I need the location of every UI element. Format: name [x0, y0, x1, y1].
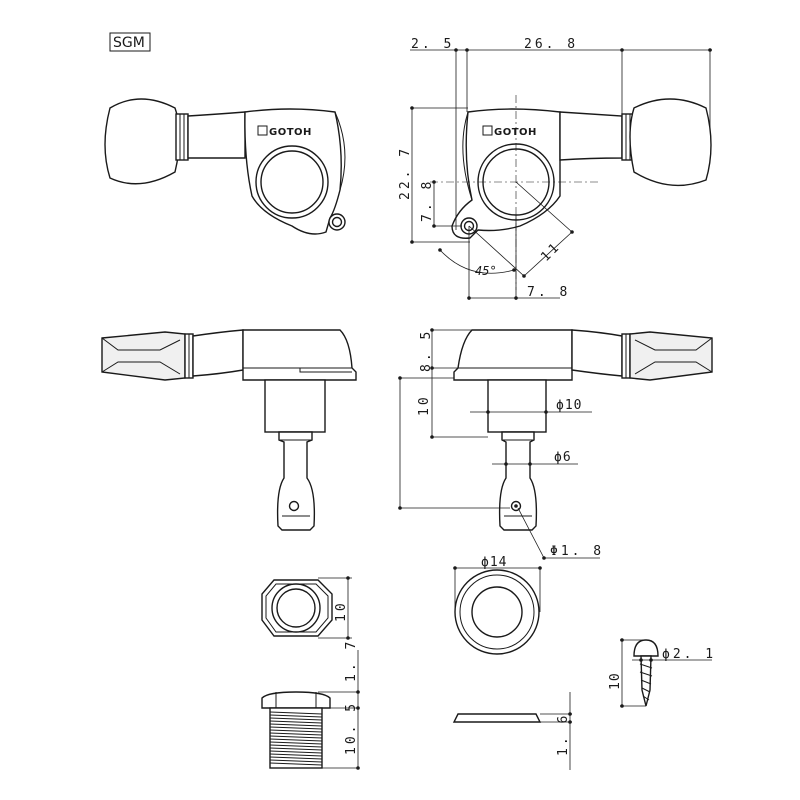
dim-top-width: 26. 8 [524, 37, 578, 52]
post-lower [276, 431, 316, 531]
tuner-button [104, 98, 181, 185]
thread-line [269, 744, 323, 748]
dim-top-offset: 2. 5 [411, 37, 454, 52]
wood-screw: 10 ϕ2. 1 [608, 638, 716, 708]
side-view-left [101, 329, 357, 531]
tuner-shaft [192, 329, 244, 377]
dim-post-diameter-small: ϕ6 [554, 450, 572, 465]
thread-line [269, 741, 323, 745]
post-hole [260, 150, 324, 214]
tuner-shaft [187, 111, 246, 159]
thread-line [269, 717, 323, 721]
dim-screw-offset-v: 7. 8 [420, 179, 435, 222]
thread-line [269, 735, 323, 739]
thread-line [269, 747, 323, 751]
front-view-left: GOTOH [104, 98, 346, 235]
dim-post-diameter-large: ϕ10 [556, 398, 582, 413]
thread-line [269, 726, 323, 730]
tuner-button [629, 331, 713, 381]
dim-angle: 45° [475, 264, 497, 278]
dim-screw-length: 10 [608, 672, 623, 690]
tuner-housing [453, 329, 573, 381]
thread-line [269, 759, 323, 763]
front-view-right: GOTOH 2. 5 26. 8 22. 7 [398, 37, 712, 300]
thread-line [269, 762, 323, 766]
tuner-shaft [559, 111, 623, 161]
hex-nut: 10 [261, 576, 352, 640]
svg-text:SGM: SGM [113, 35, 145, 51]
thread-line [269, 729, 323, 733]
dim-post-length: 10 [417, 394, 432, 416]
dim-bushing-thread: 10. 5 [344, 701, 359, 755]
dim-washer-diameter: ϕ14 [481, 555, 507, 570]
screw-hole [331, 216, 343, 228]
thread-line [269, 720, 323, 724]
tuner-button [101, 331, 186, 381]
tuner-shaft [571, 329, 623, 377]
post-upper [487, 379, 547, 433]
thread-line [269, 714, 323, 718]
thread-line [269, 753, 323, 757]
side-view-right: 8. 5 10 ϕ10 ϕ6 Φ1. 8 [398, 328, 713, 560]
thread-line [269, 723, 323, 727]
dim-height-total: 22. 7 [398, 146, 413, 200]
dim-bushing-flange: 1. 7 [344, 639, 359, 682]
bushing: 1. 7 10. 5 [261, 639, 360, 770]
dim-screw-offset-h: 7. 8 [527, 285, 570, 300]
thread-line [269, 756, 323, 760]
brand-logo: GOTOH [269, 127, 312, 138]
dim-housing-height: 8. 5 [419, 329, 434, 372]
brand-logo: GOTOH [494, 127, 537, 138]
post-string-hole [288, 500, 300, 512]
thread-line [269, 750, 323, 754]
brand-logo-icon [482, 125, 493, 136]
thread-line [269, 711, 323, 715]
dim-screw-diameter: ϕ2. 1 [662, 647, 716, 662]
washer-top: ϕ14 [453, 555, 542, 655]
tuner-button [629, 98, 712, 187]
button-collar [175, 113, 189, 161]
dim-washer-thickness: 1. 6 [556, 713, 571, 756]
washer-side: 1. 6 [452, 692, 572, 770]
post-lower [498, 431, 538, 531]
dim-hole-diameter: Φ1. 8 [550, 544, 604, 559]
model-label: SGM [109, 32, 151, 52]
dim-nut-height: 10 [334, 600, 349, 622]
brand-logo-icon [257, 125, 268, 136]
thread-line [269, 732, 323, 736]
post-upper [264, 379, 326, 433]
thread-line [269, 738, 323, 742]
